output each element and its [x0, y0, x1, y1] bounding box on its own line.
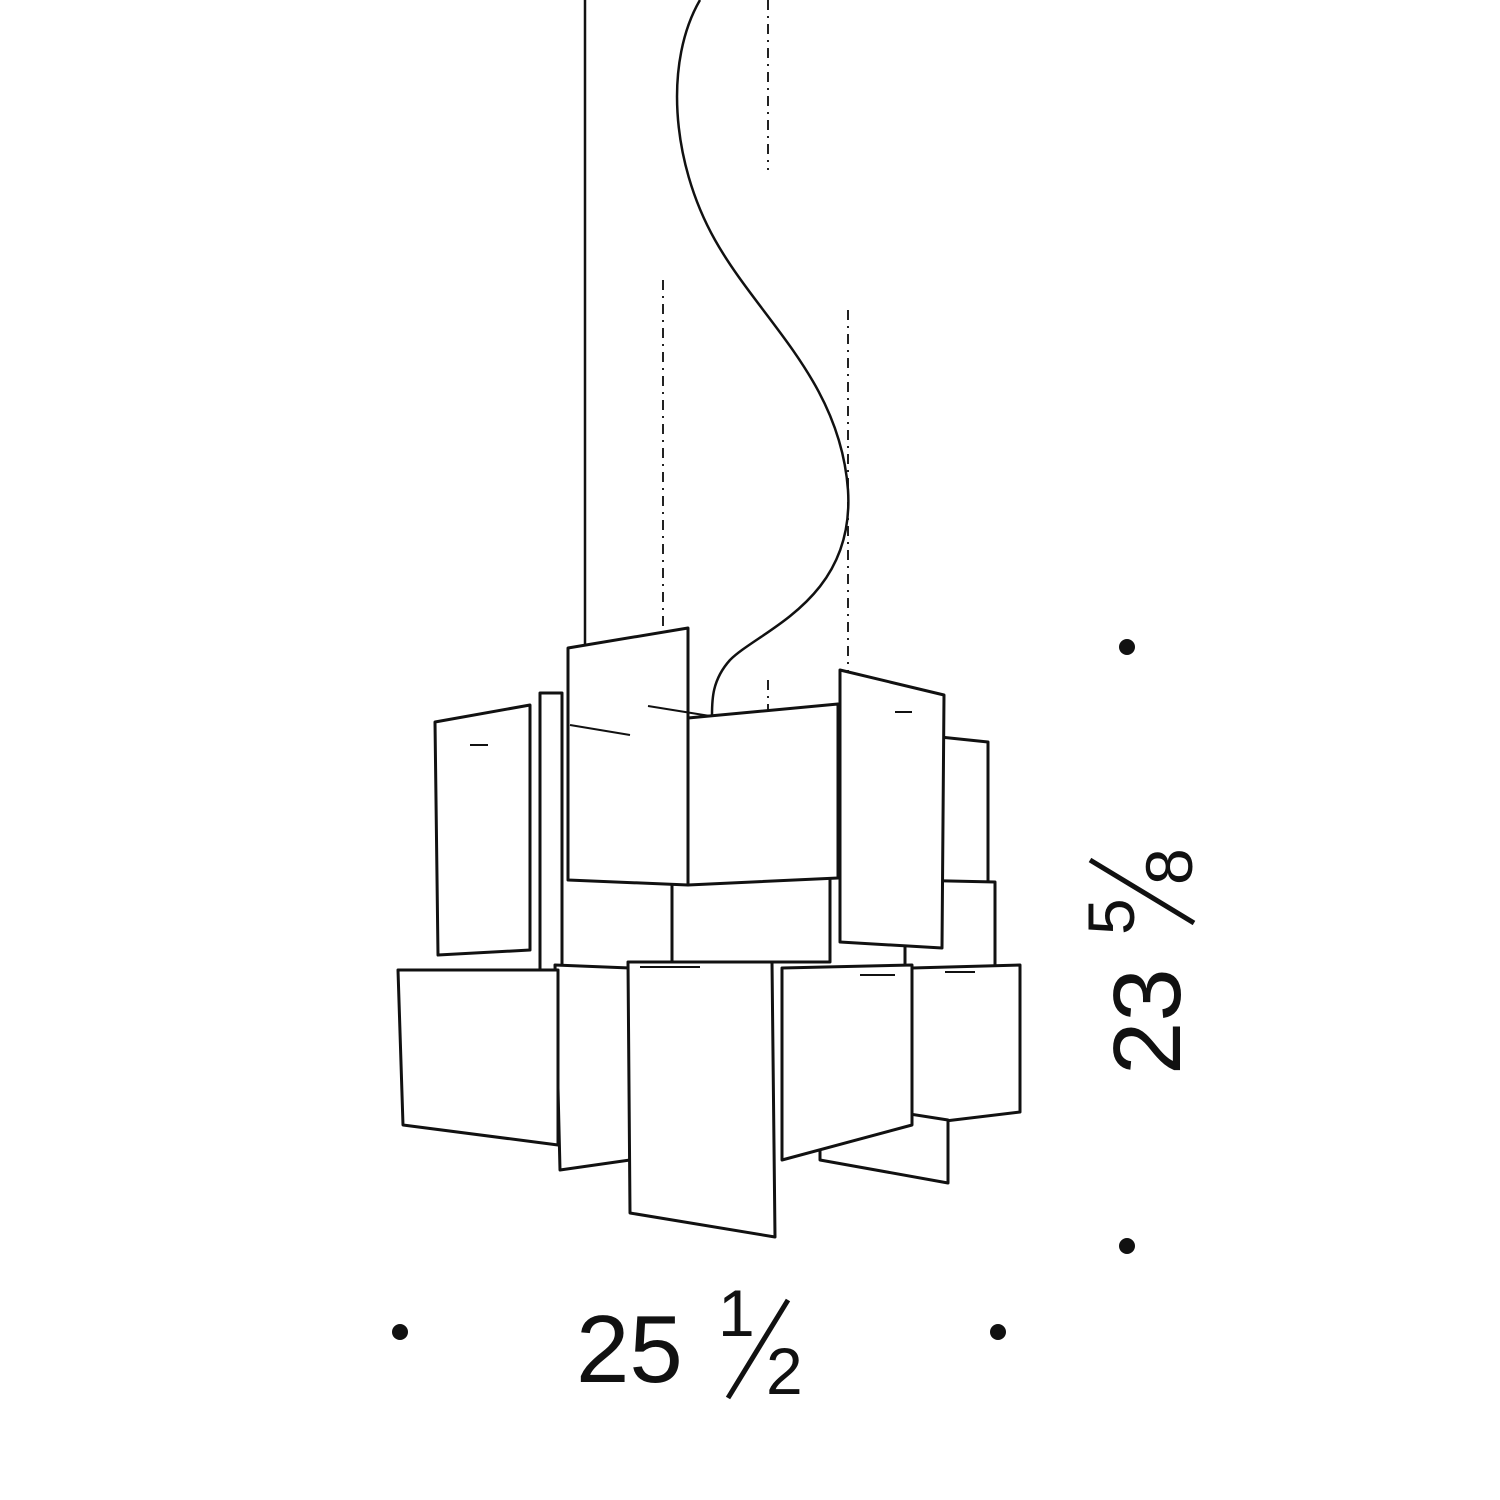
shade-seam-2 [647, 705, 711, 717]
shade-lower-right [780, 963, 914, 1162]
shade-lower-center [626, 960, 777, 1239]
shade-lower-back-right [910, 963, 1022, 1127]
upper-tier-shades [433, 626, 946, 957]
height-value-denominator: 8 [1132, 848, 1206, 885]
width-value-denominator: 2 [766, 1334, 803, 1408]
shade-upper-left [433, 703, 532, 957]
shade-back-center [670, 876, 832, 964]
width-fraction-slash [725, 1298, 791, 1400]
width-marker-left [392, 1324, 408, 1340]
height-value-whole: 23 [1094, 968, 1201, 1075]
height-value-numerator: 5 [1074, 898, 1148, 935]
width-value-numerator: 1 [718, 1276, 755, 1350]
shade-upper-center [686, 702, 840, 887]
width-marker-right [990, 1324, 1006, 1340]
shade-upper-right [838, 668, 946, 950]
width-value-whole: 25 [576, 1296, 683, 1403]
width-dimension: 25 1 2 [392, 1276, 1006, 1408]
suspension-cables [583, 0, 850, 716]
shade-lower-back-left [553, 963, 632, 1172]
shade-back-left [538, 691, 564, 974]
height-fraction-slash [1088, 857, 1196, 926]
shade-upper-front-left [566, 626, 690, 887]
lower-tier-shades [396, 960, 1022, 1239]
height-marker-top [1119, 639, 1135, 655]
shade-lower-left [396, 968, 560, 1147]
shade-seam-1 [569, 724, 631, 736]
height-marker-bottom [1119, 1238, 1135, 1254]
height-dimension: 23 5 8 [1074, 639, 1206, 1254]
power-cord [675, 0, 850, 716]
